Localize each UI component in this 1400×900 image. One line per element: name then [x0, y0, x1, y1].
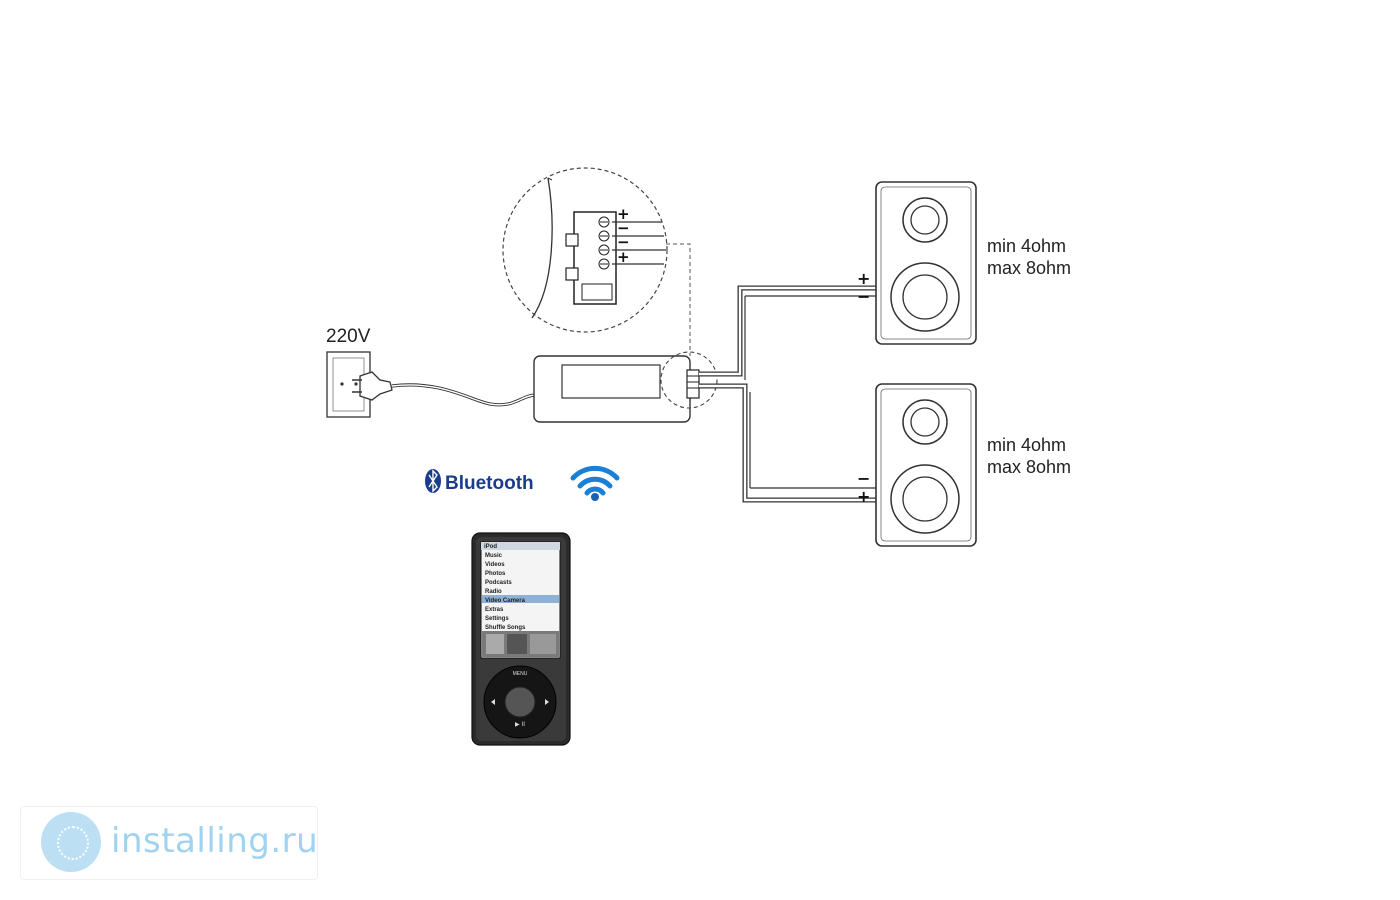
watermark-text: installing.ru — [111, 821, 319, 861]
player-menu-item: Extras — [485, 607, 504, 613]
player-menu-item: Video Camera — [485, 598, 526, 604]
bluetooth-icon — [425, 469, 441, 493]
amplifier-unit — [533, 351, 718, 423]
player-menu-item: Music — [485, 553, 503, 559]
speaker-bottom: − + min 4ohm max 8ohm — [857, 383, 1071, 547]
terminal-sign: − — [617, 233, 630, 251]
power-cable — [352, 371, 536, 407]
terminal-zoom-callout: + − − + — [502, 167, 691, 356]
media-player: iPod Music Videos Photos Podcasts Radio … — [471, 532, 571, 746]
impedance-max-label: max 8ohm — [987, 457, 1071, 477]
watermark: installing.ru — [20, 806, 318, 880]
impedance-max-label: max 8ohm — [987, 258, 1071, 278]
player-title: iPod — [484, 544, 497, 550]
terminal-sign: + — [617, 205, 630, 223]
impedance-min-label: min 4ohm — [987, 435, 1066, 455]
bluetooth-label: Bluetooth — [445, 473, 534, 494]
player-menu-item: Shuffle Songs — [485, 625, 526, 631]
player-menu-item: Radio — [485, 589, 502, 595]
player-menu-item: Settings — [485, 616, 509, 622]
wheel-play-label: ▶ II — [515, 721, 525, 728]
player-menu-item: Photos — [485, 571, 506, 577]
speaker-top: + − min 4ohm max 8ohm — [857, 181, 1071, 345]
wall-outlet: 220V — [326, 326, 371, 418]
polarity-sign: + — [857, 487, 870, 506]
polarity-sign: + — [857, 269, 870, 288]
terminal-sign: − — [617, 219, 630, 237]
player-menu-item: Podcasts — [485, 580, 512, 586]
bluetooth-logo: Bluetooth — [425, 469, 534, 494]
impedance-min-label: min 4ohm — [987, 236, 1066, 256]
wifi-icon — [570, 465, 620, 501]
polarity-sign: − — [857, 469, 870, 488]
player-menu-item: Videos — [485, 562, 505, 568]
terminal-sign: + — [617, 248, 630, 266]
speaker-wires — [699, 285, 876, 503]
voltage-label: 220V — [326, 326, 371, 347]
wheel-menu-label: MENU — [513, 671, 528, 677]
watermark-logo-icon — [41, 812, 101, 872]
terminal-block: + − − + — [565, 205, 666, 305]
polarity-sign: − — [857, 287, 870, 306]
